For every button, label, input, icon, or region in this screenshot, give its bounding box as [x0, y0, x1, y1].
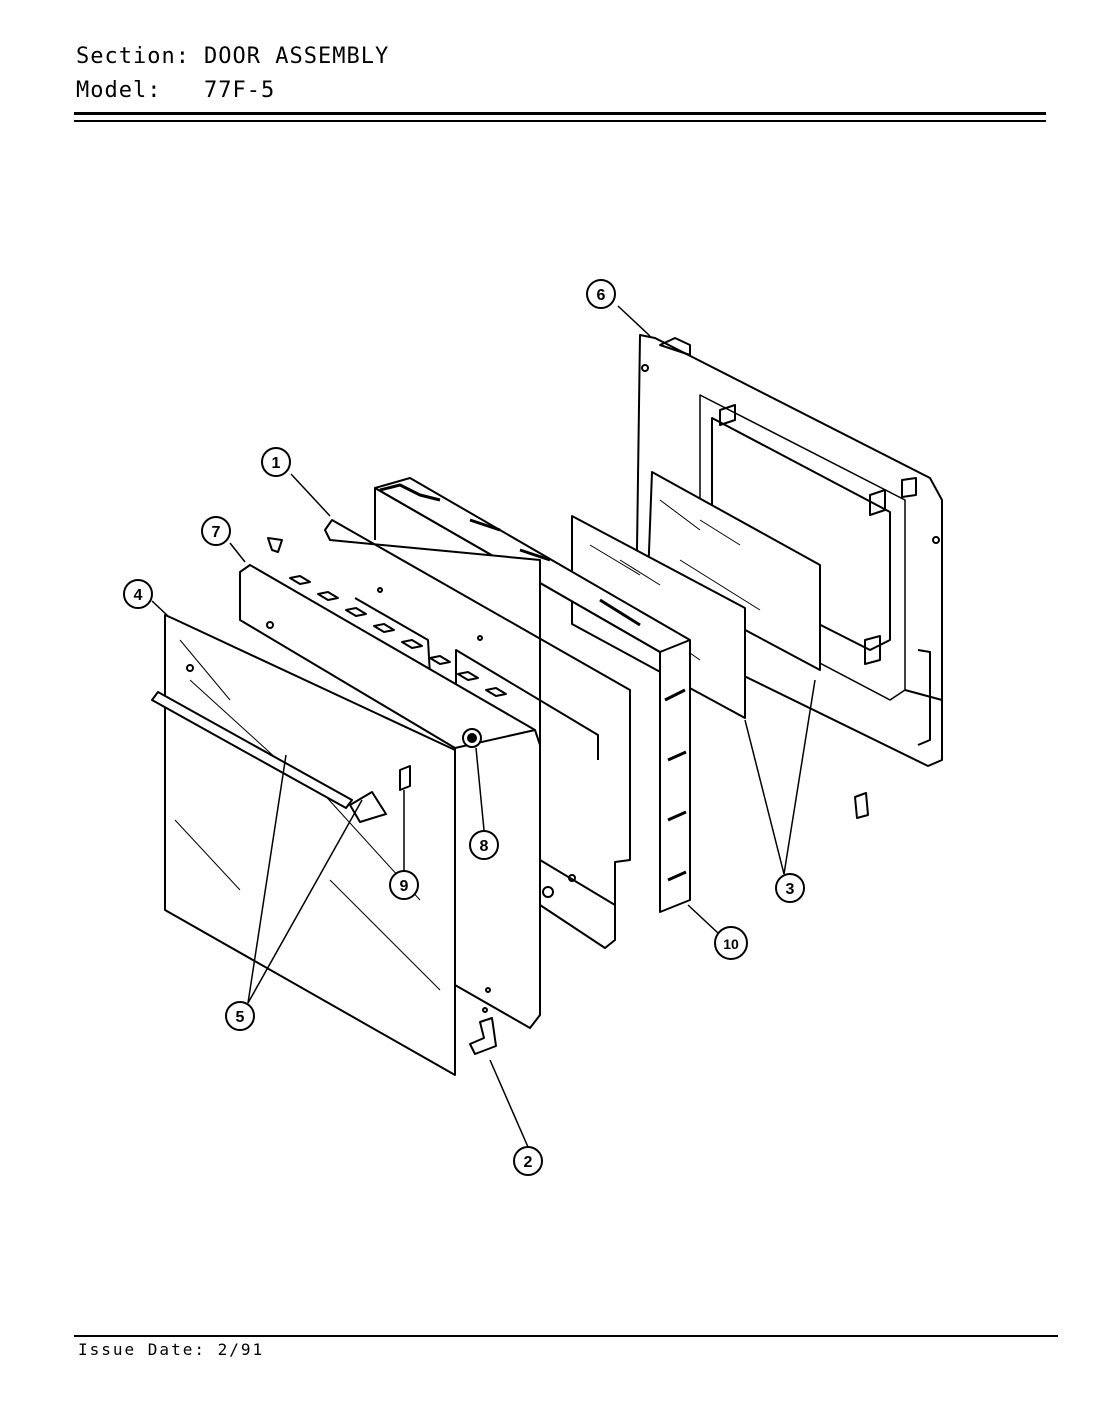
header-rule-top	[74, 112, 1046, 115]
callout-9: 9	[389, 870, 419, 900]
section-label: Section:	[76, 44, 190, 69]
section-value: DOOR ASSEMBLY	[204, 44, 390, 69]
issue-label: Issue Date:	[78, 1340, 206, 1359]
callout-7-label: 7	[212, 524, 221, 541]
callout-1-label: 1	[272, 455, 281, 472]
callout-2: 2	[513, 1146, 543, 1176]
callout-3: 3	[775, 873, 805, 903]
callout-2-label: 2	[524, 1154, 533, 1171]
callout-6: 6	[586, 279, 616, 309]
model-header: Model: 77F-5	[76, 78, 275, 103]
callout-6-label: 6	[597, 287, 606, 304]
callout-10-label: 10	[723, 936, 739, 952]
callout-5-label: 5	[236, 1009, 245, 1026]
callout-4-label: 4	[134, 587, 143, 604]
header-rule-bottom	[74, 120, 1046, 122]
part-2-hinge-clip	[469, 1017, 497, 1055]
part-8-bumper	[462, 728, 482, 748]
part-4-glass-door-front	[164, 614, 456, 1076]
part-5-handle	[151, 691, 387, 823]
callout-8: 8	[469, 830, 499, 860]
callout-8-label: 8	[480, 838, 489, 855]
part-7-outer-door-panel	[239, 537, 541, 1029]
callout-4: 4	[123, 579, 153, 609]
footer-rule	[74, 1335, 1058, 1337]
part-9-clip	[399, 765, 411, 791]
section-header: Section: DOOR ASSEMBLY	[76, 44, 389, 69]
issue-date: Issue Date: 2/91	[78, 1340, 264, 1359]
issue-value: 2/91	[217, 1340, 265, 1359]
model-label: Model:	[76, 78, 162, 103]
leader-lines	[151, 305, 816, 1148]
callout-3-label: 3	[786, 881, 795, 898]
callout-5: 5	[225, 1001, 255, 1031]
model-value: 77F-5	[204, 78, 276, 103]
callout-10: 10	[714, 926, 748, 960]
callout-1: 1	[261, 447, 291, 477]
callout-7: 7	[201, 516, 231, 546]
callout-9-label: 9	[400, 878, 409, 895]
part-3-glass-panes	[571, 471, 821, 719]
